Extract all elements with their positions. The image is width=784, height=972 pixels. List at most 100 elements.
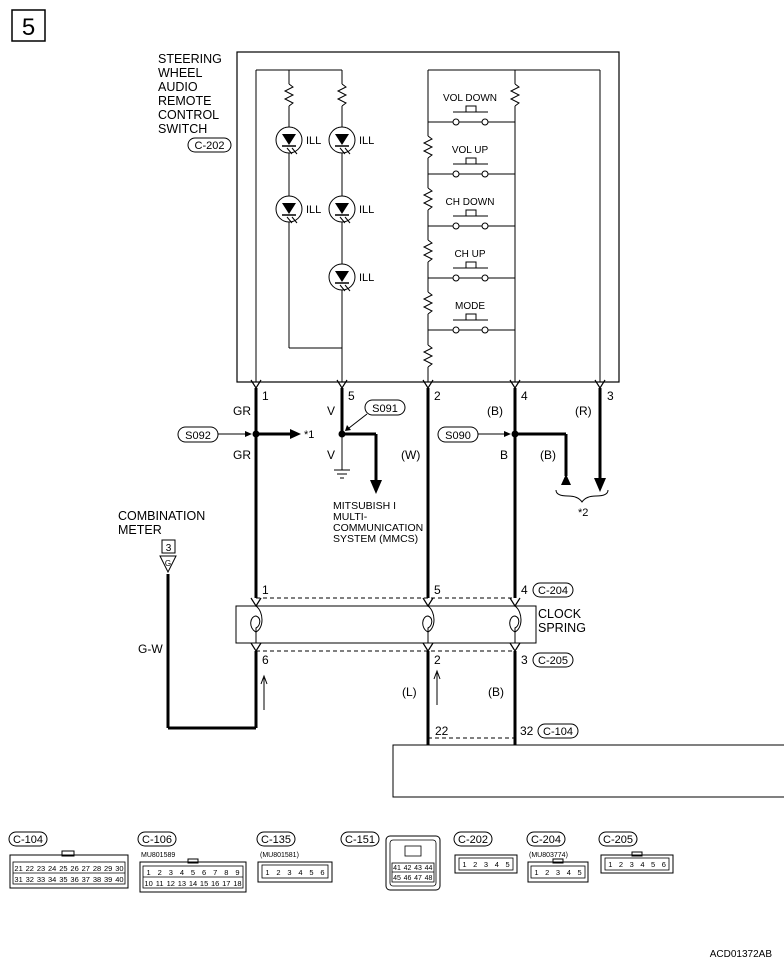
connector-view-pin: 15 <box>200 879 208 888</box>
clock-spring-pin: 6 <box>262 653 269 667</box>
switch-name-line: SWITCH <box>158 122 207 136</box>
connector-view-pin: 25 <box>59 864 67 873</box>
mmcs-label-line: MITSUBISH I <box>333 500 396 512</box>
diagram-code: ACD01372AB <box>710 949 773 960</box>
splice-label: S091 <box>372 403 398 415</box>
page-number-box <box>11 9 46 42</box>
pointer-arrow <box>245 431 252 437</box>
note-marker: *2 <box>578 507 588 519</box>
switch-connector-tag <box>187 137 232 153</box>
connector-view-pin: 24 <box>48 864 56 873</box>
clock-spring-label-line: CLOCK <box>538 607 582 621</box>
connector-view-pin: 5 <box>191 868 195 877</box>
connector-view-pin: 4 <box>640 860 644 869</box>
connector-view-pin: 9 <box>235 868 239 877</box>
connector-view-pin: 1 <box>265 868 269 877</box>
connector-view-pin: 33 <box>37 875 45 884</box>
led-icon <box>275 126 303 155</box>
c104-pin: 32 <box>520 724 534 738</box>
meter-label-line: METER <box>118 523 162 537</box>
mmcs-label-line: COMMUNICATION <box>333 522 423 534</box>
connector-view-pin: 31 <box>14 875 22 884</box>
switch-pin: 1 <box>262 389 269 403</box>
pointer-arrow <box>504 431 511 437</box>
splice-tag <box>364 399 406 416</box>
connector-view-pin: 48 <box>425 875 433 882</box>
connector-label: C-204 <box>538 585 568 597</box>
switch-name: STEERING WHEEL AUDIO REMOTE CONTROL SWIT… <box>158 52 222 136</box>
clock-spring-pin: 3 <box>521 653 528 667</box>
connector-view-pin: 3 <box>630 860 634 869</box>
mmcs-label-line: MULTI- <box>333 511 368 523</box>
connector-view-pin: 5 <box>506 860 510 869</box>
connector-view-pin: 32 <box>26 875 34 884</box>
connector-tag <box>532 582 574 598</box>
led-icon <box>328 126 356 155</box>
note2-brace <box>555 489 609 503</box>
connector-view-pin: 14 <box>189 879 197 888</box>
button-label: VOL DOWN <box>443 93 497 104</box>
connector-view-pin: 30 <box>115 864 123 873</box>
clock-spring-pin: 5 <box>434 583 441 597</box>
connector-view-pin: 28 <box>93 864 101 873</box>
connector-view-pin: 10 <box>144 879 152 888</box>
mmcs-label: MITSUBISH I MULTI- COMMUNICATION SYSTEM … <box>333 500 423 545</box>
connector-view-c205: C-205 1 2 3 4 5 6 <box>598 831 674 874</box>
illumination-circuit <box>255 69 348 382</box>
pin4-branch-end <box>561 474 571 485</box>
connector-view-pin: 4 <box>567 868 571 877</box>
connector-view-pin: 46 <box>404 875 412 882</box>
splice-point <box>252 430 260 438</box>
connector-view-pin: 22 <box>26 864 34 873</box>
meter-label-line: COMBINATION <box>118 509 205 523</box>
connector-tag <box>532 652 574 668</box>
clock-spring-pin: 1 <box>262 583 269 597</box>
connector-tag <box>537 723 579 739</box>
meter-pin: 3 <box>166 543 172 554</box>
clock-spring-pin: 2 <box>434 653 441 667</box>
connector-view-pin: 47 <box>414 875 422 882</box>
connector-view-pin: 37 <box>82 875 90 884</box>
button-label: VOL UP <box>452 145 489 156</box>
button-ch-down <box>428 209 515 230</box>
splice-point <box>338 430 346 438</box>
switch-ladder <box>422 69 601 382</box>
switch-name-line: WHEEL <box>158 66 203 80</box>
switch-pin: 3 <box>607 389 614 403</box>
connector-view-pin: 3 <box>169 868 173 877</box>
connector-view-part: (MU803774) <box>529 852 568 859</box>
connector-view-pin: 4 <box>495 860 499 869</box>
connector-view-pin: 1 <box>147 868 151 877</box>
switch-name-line: REMOTE <box>158 94 211 108</box>
led-icon <box>328 195 356 224</box>
wire-color: (L) <box>402 685 417 699</box>
led-label: ILL <box>359 272 374 284</box>
button-ch-up <box>428 261 515 282</box>
switch-name-line: CONTROL <box>158 108 219 122</box>
pin3-arrow <box>594 478 606 492</box>
connector-view-pin: 5 <box>651 860 655 869</box>
button-label: MODE <box>455 301 485 312</box>
switch-pin: 5 <box>348 389 355 403</box>
wire-color: V <box>327 448 335 462</box>
connector-view-pin: 16 <box>211 879 219 888</box>
connector-view-pin: 23 <box>37 864 45 873</box>
ground-icon <box>334 434 350 479</box>
wire-color: (B) <box>540 448 556 462</box>
led-label: ILL <box>359 135 374 147</box>
connector-view-c104: C-104 21 22 23 24 25 26 27 28 29 30 31 3… <box>8 831 129 889</box>
connector-view-pin: 27 <box>82 864 90 873</box>
connector-view-pin: 3 <box>484 860 488 869</box>
connector-view-pin: 3 <box>556 868 560 877</box>
connector-view-pin: 41 <box>393 865 401 872</box>
switch-connector: C-202 <box>195 140 225 152</box>
connector-view-c106: C-106 MU801589 1 2 3 4 5 6 7 8 9 10 11 1… <box>137 831 247 893</box>
connector-view-label: C-151 <box>345 834 375 846</box>
connector-view-pin: 2 <box>276 868 280 877</box>
c104-pin: 22 <box>435 724 449 738</box>
splice-point <box>511 430 519 438</box>
wire-color: (B) <box>487 404 503 418</box>
connector-view-c202: C-202 1 2 3 4 5 <box>453 831 518 874</box>
clock-spring-pin: 4 <box>521 583 528 597</box>
connector-view-part: MU801589 <box>141 852 175 859</box>
